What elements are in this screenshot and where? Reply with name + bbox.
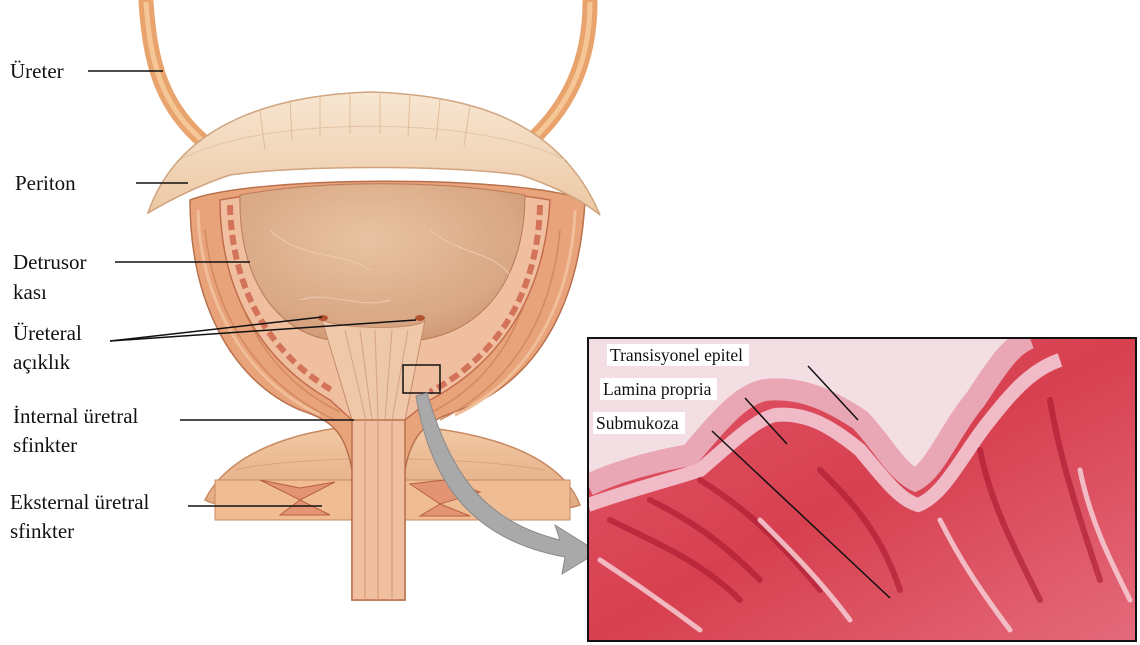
detrusor-label-line1: Detrusor [13, 249, 86, 276]
external-sphincter-label-line2: sfinkter [10, 518, 74, 545]
ureteral-opening-label-line1: Üreteral [13, 320, 82, 347]
internal-sphincter-label-line1: İnternal üretral [13, 403, 138, 430]
right-ureter [520, 2, 590, 150]
transitional-epithelium-label: Transisyonel epitel [607, 344, 749, 366]
detrusor-label-line2: kası [13, 279, 47, 306]
periton-label: Periton [15, 170, 76, 197]
ureteral-opening-label-line2: açıklık [13, 349, 70, 376]
ureter-label: Üreter [10, 58, 64, 85]
right-ureteral-orifice [415, 315, 425, 321]
internal-sphincter-label-line2: sfinkter [13, 432, 77, 459]
lamina-propria-label: Lamina propria [600, 378, 717, 400]
external-sphincter-label-line1: Eksternal üretral [10, 489, 149, 516]
submucosa-label: Submukoza [593, 412, 685, 434]
